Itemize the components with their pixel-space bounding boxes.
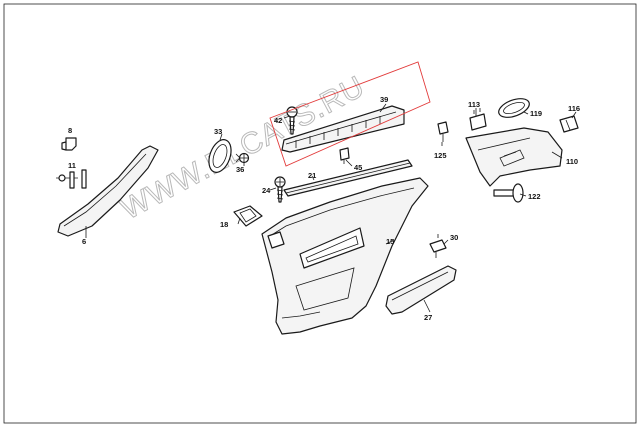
- part-11-strap[interactable]: [56, 169, 87, 189]
- label-113: 113: [468, 100, 480, 109]
- part-45-bracket[interactable]: [339, 147, 350, 164]
- part-18-grommet[interactable]: [233, 205, 263, 227]
- label-39: 39: [380, 95, 388, 104]
- part-42-screw[interactable]: [286, 106, 298, 135]
- label-36: 36: [236, 165, 244, 174]
- label-45: 45: [354, 163, 362, 172]
- label-21: 21: [308, 171, 316, 180]
- part-119-grommet[interactable]: [496, 95, 532, 121]
- label-6: 6: [82, 237, 86, 246]
- part-21-seal-strip[interactable]: [283, 159, 413, 197]
- page-border: [3, 3, 637, 424]
- part-39-rail[interactable]: [281, 105, 405, 153]
- label-125: 125: [434, 151, 447, 160]
- label-27: 27: [424, 313, 432, 322]
- part-125-pin[interactable]: [437, 121, 449, 142]
- label-42: 42: [274, 116, 282, 125]
- part-27-inset-panel[interactable]: [385, 265, 457, 315]
- label-33: 33: [214, 127, 222, 136]
- leader-lines: [85, 103, 577, 313]
- label-30: 30: [450, 233, 458, 242]
- label-15: 15: [386, 237, 394, 246]
- part-113-clip[interactable]: [469, 108, 487, 131]
- part-15-side-panel[interactable]: [261, 177, 429, 335]
- highlight-frame: [269, 61, 431, 167]
- part-122-clip[interactable]: [493, 183, 524, 203]
- part-labels: 8 11 6 33 36 24 42 39 45 21 18 15 30 27 …: [68, 95, 580, 322]
- label-24: 24: [262, 186, 271, 195]
- part-110-trim-cover[interactable]: [465, 127, 563, 187]
- label-122: 122: [528, 192, 541, 201]
- part-6-pillar-trim[interactable]: [57, 145, 159, 237]
- part-30-clip[interactable]: [429, 234, 447, 258]
- part-33-grommet[interactable]: [205, 137, 235, 176]
- part-24-screw[interactable]: [274, 176, 286, 203]
- label-18: 18: [220, 220, 228, 229]
- label-116: 116: [568, 104, 580, 113]
- part-116-clip[interactable]: [559, 115, 579, 133]
- label-8: 8: [68, 126, 72, 135]
- label-11: 11: [68, 161, 76, 170]
- part-8-clip[interactable]: [61, 137, 77, 151]
- label-119: 119: [530, 109, 542, 118]
- label-110: 110: [566, 157, 578, 166]
